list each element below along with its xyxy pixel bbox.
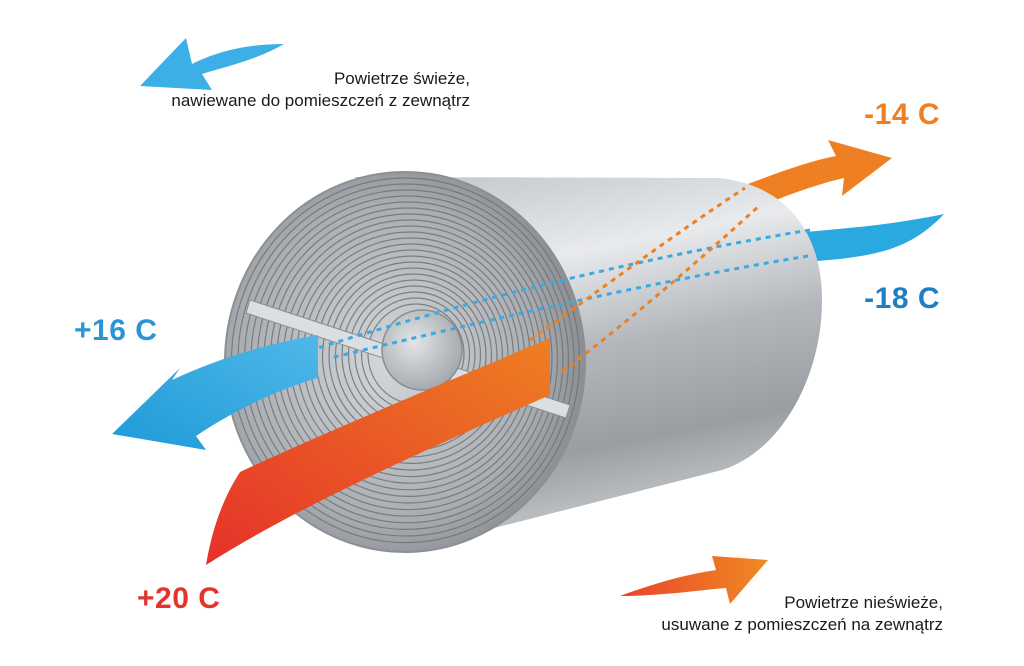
room-air-inlet-arrow	[206, 338, 550, 565]
dashed-warm-path-lower	[561, 203, 762, 374]
legend-fresh-line1: Powietrze świeże,	[334, 69, 470, 88]
dashed-warm-path	[529, 186, 746, 342]
orange-arrow-icon	[620, 556, 768, 604]
blue-arrow-icon	[140, 38, 284, 90]
temp-exhaust-out: -14 C	[864, 98, 940, 131]
legend-stale-line2: usuwane z pomieszczeń na zewnątrz	[661, 615, 943, 634]
central-hub	[381, 309, 463, 391]
supply-air-outlet-arrow	[112, 335, 318, 450]
temp-room-in: +20 C	[137, 582, 220, 615]
temp-outdoor-in: -18 C	[864, 282, 940, 315]
legend-stale-line1: Powietrze nieświeże,	[784, 593, 943, 612]
dashed-cold-path-lower	[329, 254, 809, 360]
exhaust-air-outlet-arrow	[748, 140, 892, 208]
legend-fresh-line2: nawiewane do pomieszczeń z zewnątrz	[171, 91, 470, 110]
temp-supply-out: +16 C	[74, 314, 157, 347]
outdoor-air-inlet-arrow	[806, 214, 944, 262]
dashed-cold-path	[317, 228, 811, 350]
